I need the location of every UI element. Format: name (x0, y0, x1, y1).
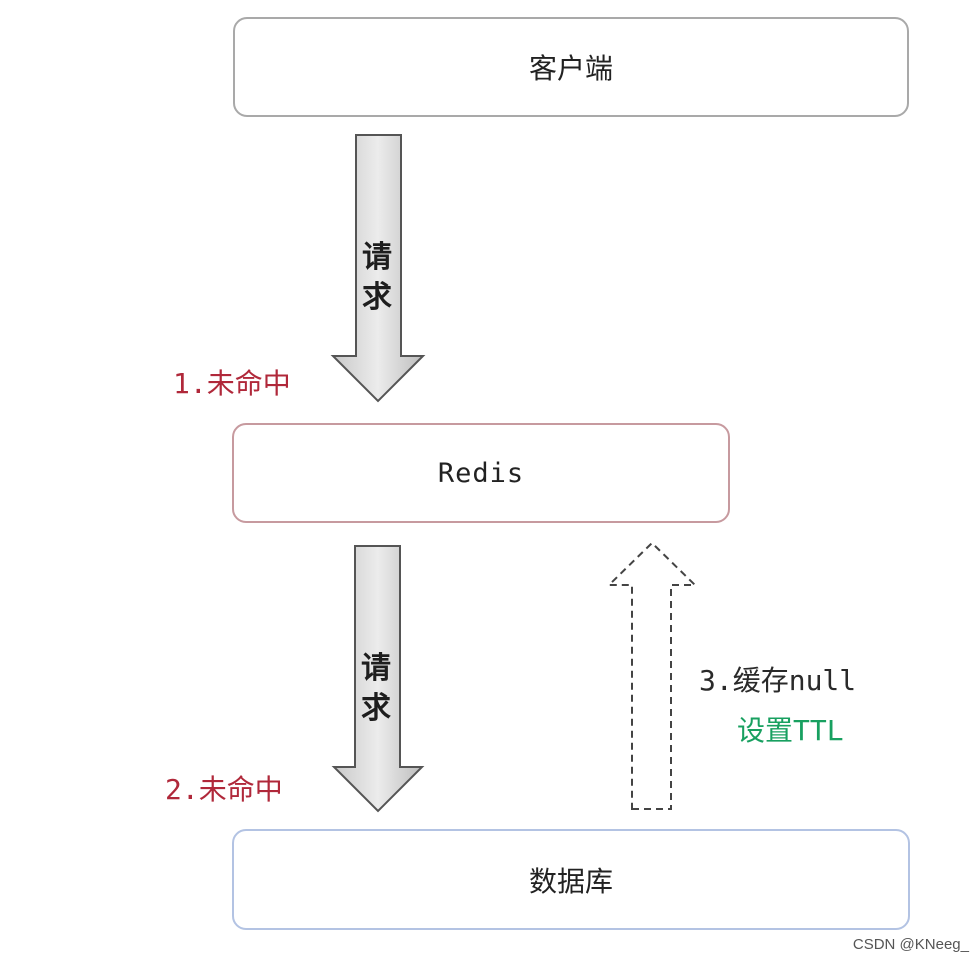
redis-label: Redis (437, 457, 525, 489)
database-node: 数据库 (232, 829, 910, 930)
request-arrow-1-label: 请求 (362, 240, 392, 315)
client-label: 客户端 (528, 52, 613, 85)
redis-node: Redis (232, 423, 730, 523)
request-arrow-1 (330, 134, 426, 403)
cache-null-arrow (606, 541, 698, 810)
request-arrow-2-label: 请求 (361, 651, 391, 726)
cache-null-annotation: 3.缓存null (699, 664, 857, 697)
request-arrow-2 (331, 545, 425, 813)
miss-2-annotation: 2.未命中 (165, 773, 283, 806)
miss-1-annotation: 1.未命中 (173, 367, 291, 400)
database-label: 数据库 (528, 864, 613, 898)
client-node: 客户端 (233, 17, 909, 117)
watermark: CSDN @KNeeg_ (852, 936, 969, 953)
set-ttl-annotation: 设置TTL (737, 714, 844, 747)
